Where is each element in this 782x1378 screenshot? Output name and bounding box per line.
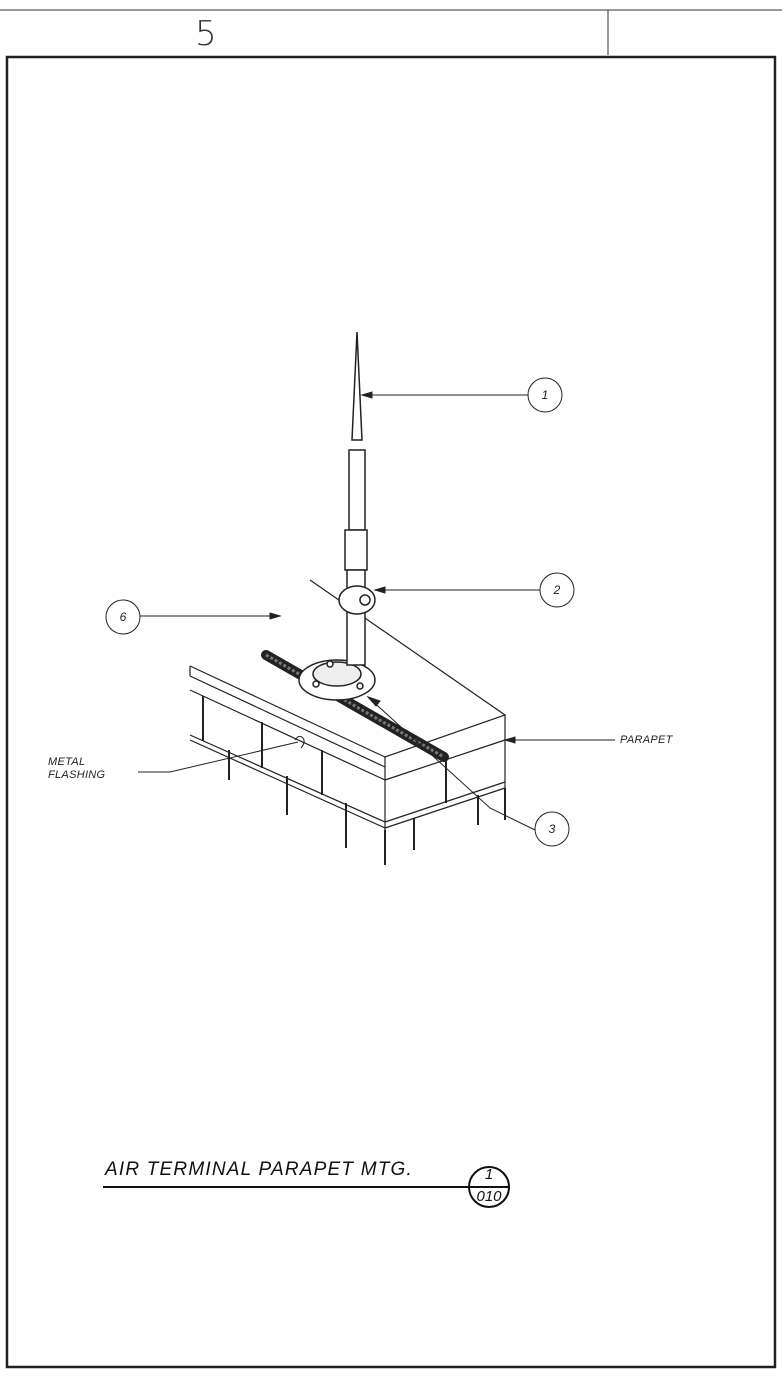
air-terminal-rod (338, 331, 376, 666)
callout-number-1: 1 (541, 388, 549, 402)
callout-number-6: 6 (119, 610, 127, 624)
flashing-label: FLASHING (48, 769, 106, 781)
parapet-label: PARAPET (620, 734, 673, 746)
callout-circles (105, 377, 575, 847)
parapet-wall (189, 579, 507, 865)
detail-reference (103, 1166, 510, 1208)
conductor-cable (261, 650, 449, 762)
detail-ref-sheet: 010 (476, 1188, 502, 1205)
flashing-mark (294, 735, 305, 749)
metal-label: METAL (48, 756, 86, 768)
air-terminal-base (298, 659, 376, 701)
callout-number-3: 3 (548, 822, 556, 836)
title-strip (0, 9, 782, 55)
callout-number-2: 2 (553, 583, 561, 597)
sheet-number: 5 (195, 14, 217, 54)
detail-ref-number: 1 (484, 1166, 494, 1183)
leaders (138, 391, 615, 831)
drawing-border (5, 55, 777, 1369)
detail-title: AIR TERMINAL PARAPET MTG. (105, 1159, 414, 1180)
